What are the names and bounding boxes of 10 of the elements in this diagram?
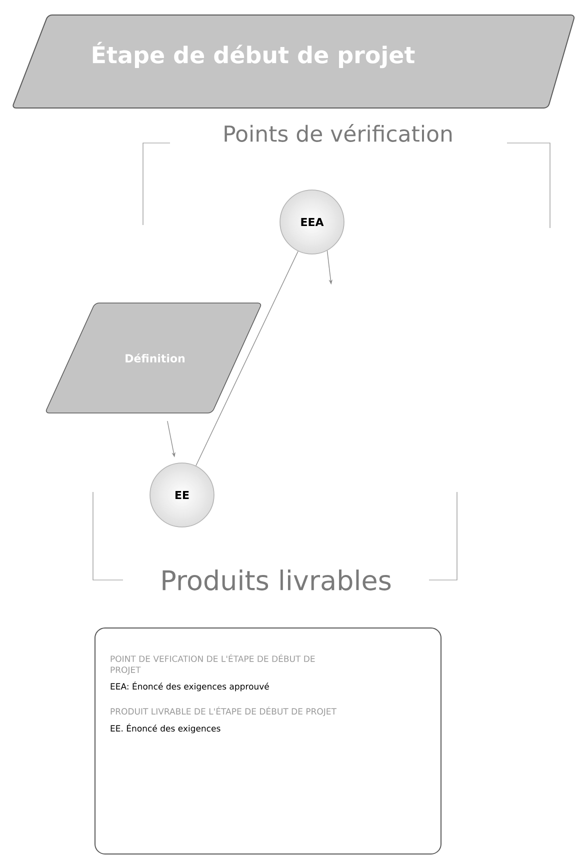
note-text: EE. Énoncé des exigences [110,724,220,734]
phase-banner: Étape de début de projet [12,14,575,108]
note-box [94,628,442,854]
process-parallelogram: Définition [46,302,262,414]
note-heading: PRODUIT LIVRABLE DE L'ÉTAPE DE DÉBUT DE PROJET [110,706,336,716]
note-text: EEA: Énoncé des exigences approuvé [110,682,269,692]
section-heading: Points de vérification [224,124,452,142]
note-heading: POINT DE VEFICATION DE L'ÉTAPE DE DÉBUT DE PROJET [110,654,315,675]
connector-line [196,250,298,466]
section-heading: Produits livrables [162,570,391,590]
